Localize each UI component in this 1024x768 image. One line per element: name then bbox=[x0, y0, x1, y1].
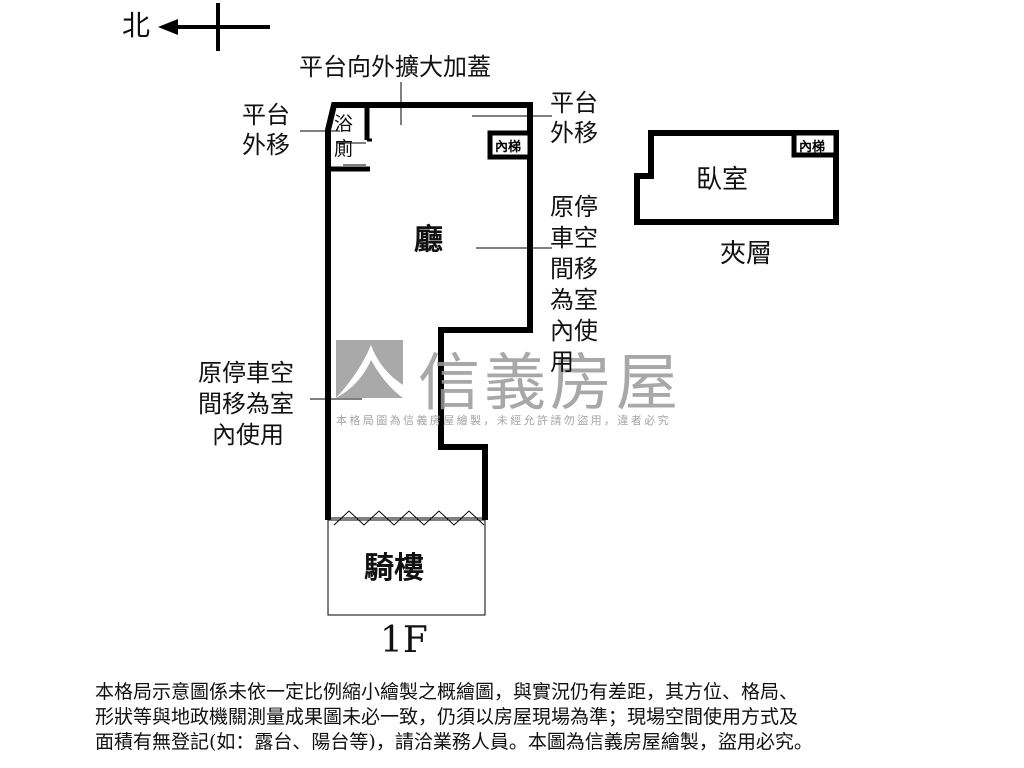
annotation-leader-lines bbox=[300, 82, 552, 400]
annotation-parking-converted-right: 原停車空間移為室內使用 bbox=[550, 193, 598, 376]
north-arrow-icon bbox=[158, 3, 270, 51]
annotation-platform-shift-left: 平台外移 bbox=[242, 101, 290, 159]
floor-label-1f: 1F bbox=[380, 620, 428, 661]
disclaimer: 本格局示意圖係未依一定比例縮小繪製之概繪圖，與實況仍有差距，其方位、格局、 形狀… bbox=[95, 680, 955, 755]
annotation-platform-shift-right: 平台外移 bbox=[550, 89, 598, 147]
inner-stair-mezzanine-box bbox=[791, 130, 839, 158]
north-label: 北 bbox=[122, 9, 151, 42]
floor-label-mezzanine: 夾層 bbox=[720, 239, 773, 269]
room-bathroom: 浴 廁 bbox=[334, 113, 354, 160]
room-living: 廳 bbox=[414, 222, 444, 256]
annotation-parking-converted-left: 原停車空 間移為室 內使用 bbox=[198, 359, 294, 449]
brand-logo-icon bbox=[336, 340, 403, 398]
annotation-platform-expansion: 平台向外擴大加蓋 bbox=[299, 53, 491, 81]
floor-1f-walls bbox=[325, 102, 533, 520]
disclaimer-line-2: 形狀等與地政機關測量成果圖未必一致，仍須以房屋現場為準；現場空間使用方式及 bbox=[95, 706, 799, 728]
bathroom-walls bbox=[328, 105, 372, 172]
inner-stair-1f-box bbox=[487, 130, 533, 160]
room-bedroom: 臥室 bbox=[696, 165, 749, 195]
watermark-brand: 信義房屋 bbox=[418, 346, 683, 419]
room-inner-stair-1f: 內梯 bbox=[495, 140, 522, 155]
room-inner-stair-mezzanine: 內梯 bbox=[799, 140, 826, 155]
disclaimer-line-1: 本格局示意圖係未依一定比例縮小繪製之概繪圖，與實況仍有差距，其方位、格局、 bbox=[95, 681, 799, 703]
disclaimer-line-3: 面積有無登記(如：露台、陽台等)，請洽業務人員。本圖為信義房屋繪製，盜用必究。 bbox=[95, 731, 813, 753]
room-arcade: 騎樓 bbox=[364, 551, 424, 586]
watermark-notice: 本格局圖為信義房屋繪製，未經允許請勿盜用，違者必究 bbox=[336, 414, 671, 427]
arcade-area bbox=[327, 510, 486, 616]
